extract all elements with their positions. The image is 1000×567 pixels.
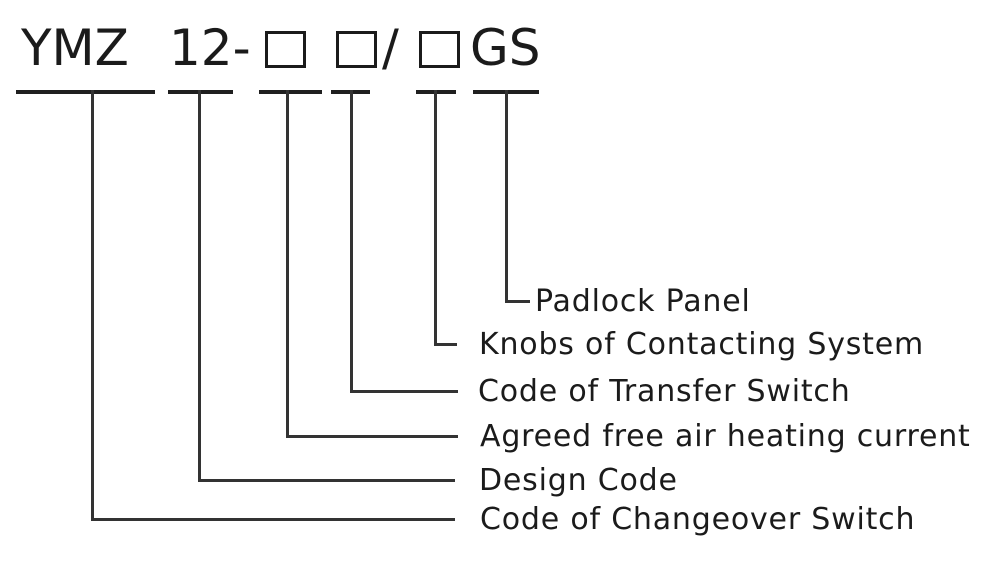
model-suffix: GS (470, 19, 541, 77)
model-separator: / (382, 19, 399, 77)
connector-changeover-switch-horizontal (91, 518, 455, 521)
connector-knobs-vertical (434, 90, 437, 346)
placeholder-box-1 (265, 31, 306, 68)
model-design-number: 12- (169, 19, 251, 77)
label-code-of-transfer-switch: Code of Transfer Switch (478, 374, 851, 409)
connector-padlock-panel-horizontal (505, 300, 530, 303)
label-design-code: Design Code (479, 463, 678, 498)
connector-transfer-switch-horizontal (350, 390, 458, 393)
underline-segment-box1 (259, 90, 322, 94)
connector-knobs-horizontal (434, 343, 457, 346)
connector-transfer-switch-vertical (350, 90, 353, 393)
model-prefix: YMZ (21, 19, 129, 77)
connector-design-code-vertical (198, 90, 201, 482)
label-padlock-panel: Padlock Panel (535, 284, 751, 319)
label-agreed-free-air-heating-current: Agreed free air heating current (480, 419, 971, 454)
label-knobs-of-contacting-system: Knobs of Contacting System (479, 327, 925, 362)
label-code-of-changeover-switch: Code of Changeover Switch (480, 502, 916, 537)
connector-padlock-panel-vertical (505, 90, 508, 303)
connector-changeover-switch-vertical (91, 90, 94, 521)
connector-heating-current-horizontal (286, 435, 458, 438)
placeholder-box-3 (419, 31, 460, 68)
connector-heating-current-vertical (286, 90, 289, 438)
connector-design-code-horizontal (198, 479, 455, 482)
placeholder-box-2 (336, 31, 377, 68)
underline-segment-prefix (16, 90, 155, 94)
